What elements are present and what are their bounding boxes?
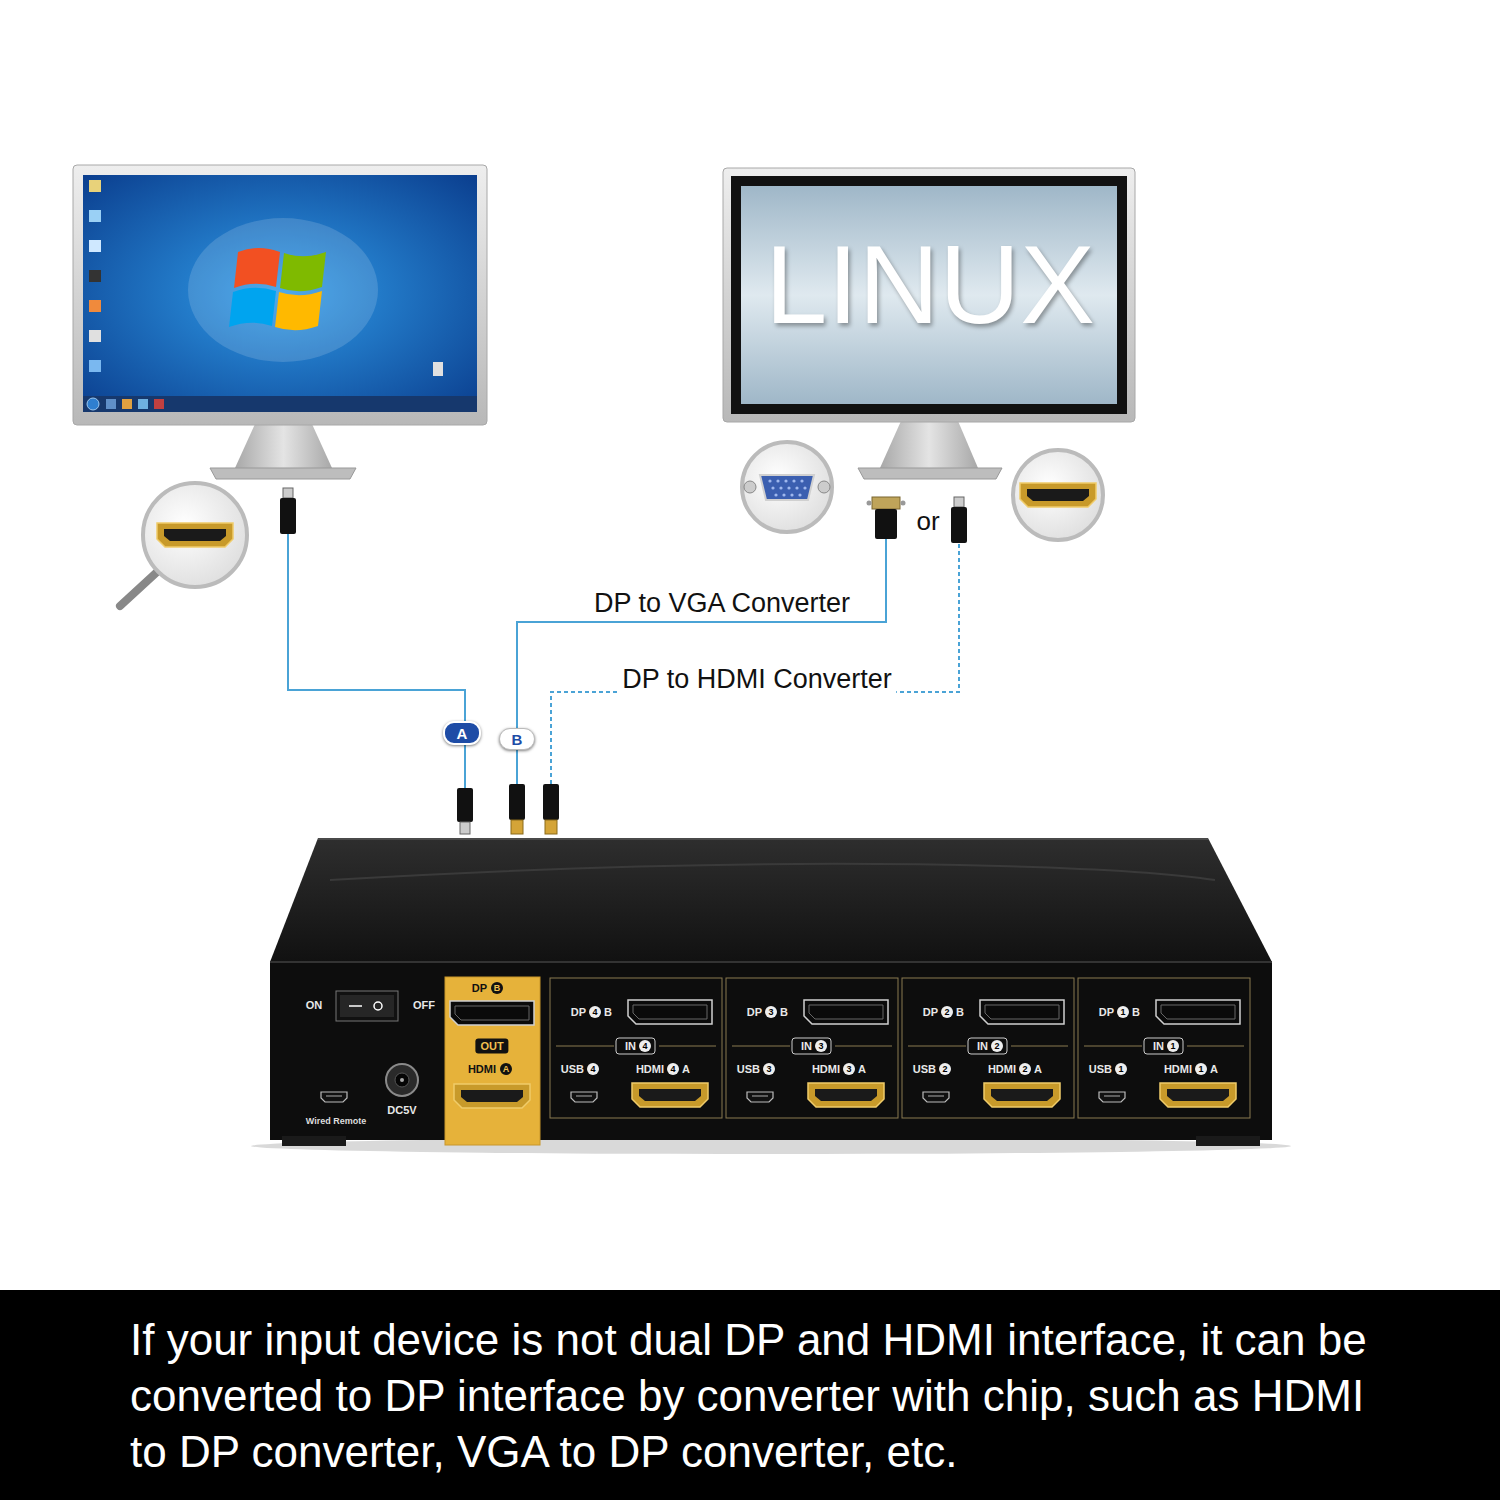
- out-label: OUT: [475, 1039, 508, 1054]
- screen-text: LINUX: [765, 229, 1095, 341]
- cable-a: [288, 534, 465, 788]
- port-label: HDMI: [1164, 1064, 1192, 1075]
- port-number: 2: [991, 1040, 1003, 1052]
- input-label: IN: [625, 1041, 636, 1052]
- port-label: B: [1132, 1007, 1140, 1018]
- port-number: 3: [815, 1040, 827, 1052]
- input-label: IN: [801, 1041, 812, 1052]
- port-number: 4: [587, 1063, 599, 1075]
- port-label: DP: [747, 1007, 762, 1018]
- port-number: 1: [1167, 1040, 1179, 1052]
- kvm-switch: [251, 838, 1291, 1154]
- port-number: 4: [639, 1040, 651, 1052]
- port-number: 3: [763, 1063, 775, 1075]
- port-number: 4: [589, 1006, 601, 1018]
- kvm-plugs: [457, 784, 559, 834]
- windows-monitor: [73, 165, 487, 479]
- port-label: DP: [571, 1007, 586, 1018]
- port-number: 4: [667, 1063, 679, 1075]
- port-label: Wired Remote: [306, 1117, 366, 1126]
- port-number: 2: [939, 1063, 951, 1075]
- hdmi-magnifier: [120, 483, 247, 606]
- port-label: B: [956, 1007, 964, 1018]
- port-number: 1: [1195, 1063, 1207, 1075]
- port-label: A: [858, 1064, 866, 1075]
- hdmi-plug: [951, 497, 967, 543]
- port-badge: B: [491, 982, 503, 994]
- port-number: 1: [1117, 1006, 1129, 1018]
- converter-label: DP to VGA Converter: [590, 589, 854, 618]
- hdmi-port-icon: [1013, 450, 1103, 540]
- port-label: USB: [913, 1064, 936, 1075]
- switch-label: OFF: [413, 1000, 435, 1011]
- conjunction-text: or: [916, 508, 939, 534]
- port-number: 3: [843, 1063, 855, 1075]
- port-number: 1: [1115, 1063, 1127, 1075]
- cable-badge: A: [443, 721, 481, 745]
- input-label: IN: [977, 1041, 988, 1052]
- port-label: DP: [472, 983, 487, 994]
- port-label: HDMI: [468, 1064, 496, 1075]
- vga-plug: [867, 497, 906, 539]
- port-number: 2: [941, 1006, 953, 1018]
- port-label: DP: [923, 1007, 938, 1018]
- converter-label: DP to HDMI Converter: [618, 665, 896, 694]
- port-label: A: [682, 1064, 690, 1075]
- port-label: B: [780, 1007, 788, 1018]
- port-label: USB: [561, 1064, 584, 1075]
- port-label: DC5V: [387, 1105, 416, 1116]
- caption-bar: [0, 1290, 1500, 1500]
- port-label: USB: [1089, 1064, 1112, 1075]
- port-label: A: [1034, 1064, 1042, 1075]
- port-label: DP: [1099, 1007, 1114, 1018]
- hdmi-plug: [280, 488, 296, 534]
- port-label: USB: [737, 1064, 760, 1075]
- caption-text: If your input device is not dual DP and …: [130, 1312, 1380, 1480]
- port-label: HDMI: [636, 1064, 664, 1075]
- port-label: A: [1210, 1064, 1218, 1075]
- cable-b-vga: [517, 539, 886, 784]
- cable-badge: B: [499, 728, 535, 750]
- input-label: IN: [1153, 1041, 1164, 1052]
- switch-label: ON: [306, 1000, 323, 1011]
- vga-port-icon: [742, 442, 832, 532]
- port-label: HDMI: [812, 1064, 840, 1075]
- port-number: 2: [1019, 1063, 1031, 1075]
- port-label: B: [604, 1007, 612, 1018]
- port-label: HDMI: [988, 1064, 1016, 1075]
- port-badge: A: [500, 1063, 512, 1075]
- cable-b-hdmi: [551, 543, 959, 784]
- linux-monitor: [723, 168, 1135, 479]
- port-number: 3: [765, 1006, 777, 1018]
